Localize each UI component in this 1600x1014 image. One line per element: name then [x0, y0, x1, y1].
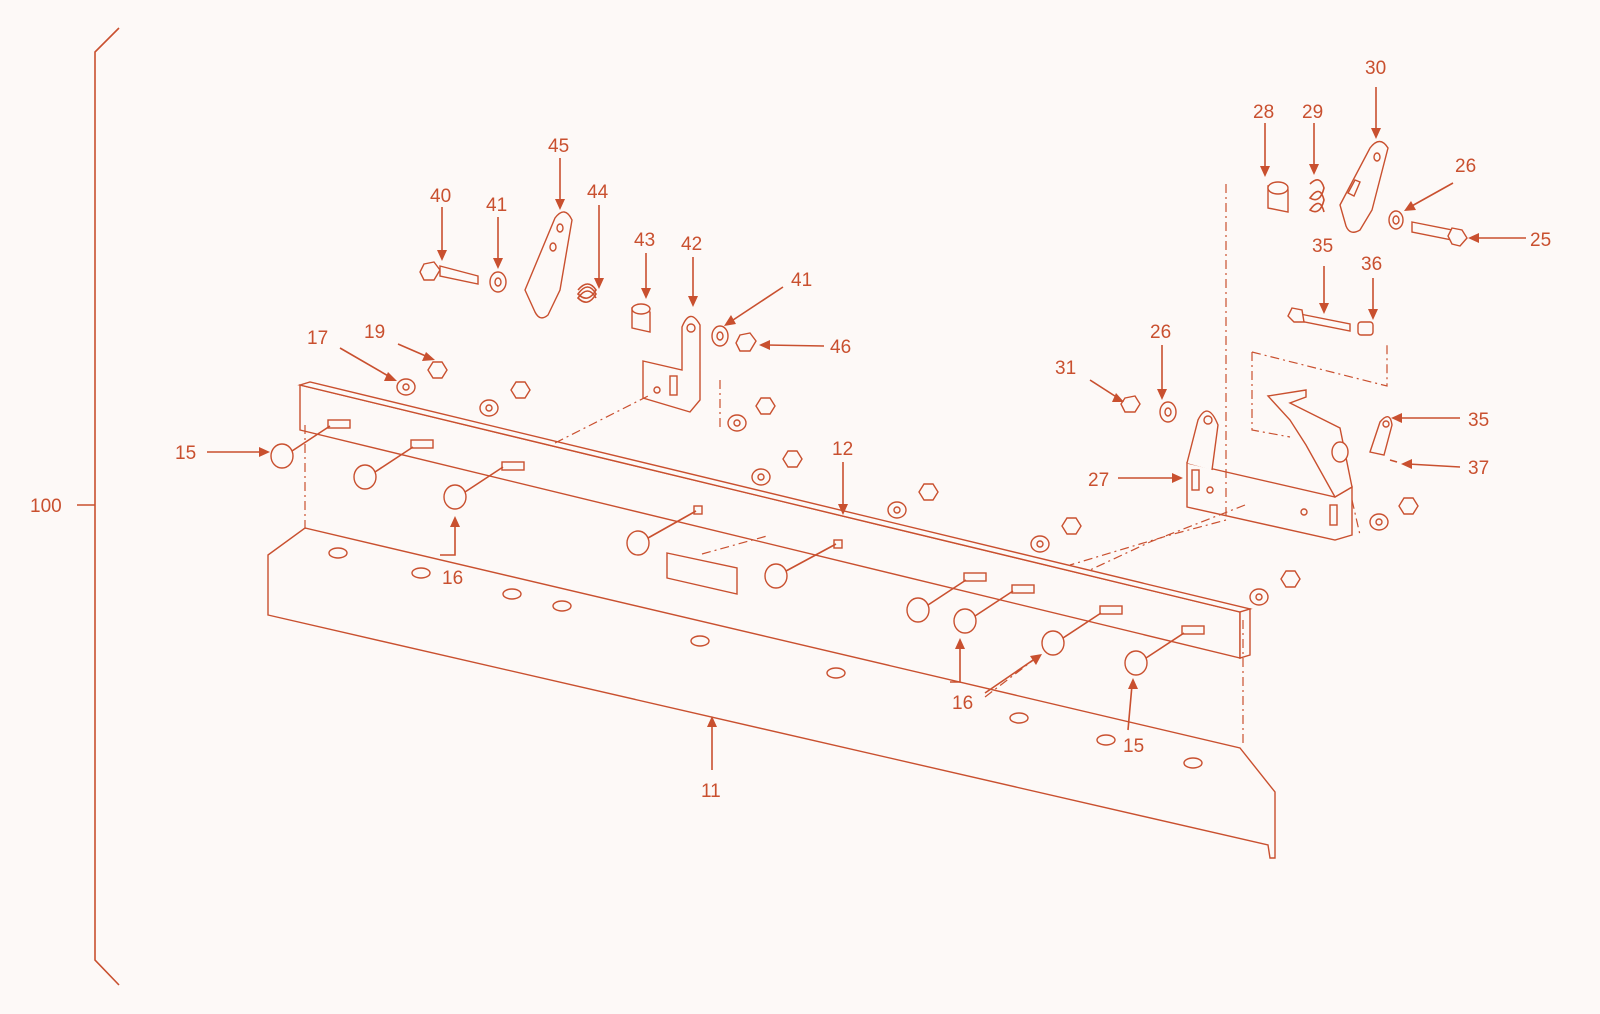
right-pivot-hardware — [1120, 140, 1468, 463]
callout-15: 15 — [175, 443, 196, 464]
carriage-bolts — [270, 425, 1185, 676]
callout-26: 26 — [1455, 156, 1476, 177]
callout-41: 41 — [486, 195, 507, 216]
part-42-left-bracket — [642, 315, 701, 413]
callout-17: 17 — [307, 328, 328, 349]
callout-11: 11 — [701, 781, 721, 802]
part-12-mounting-bar — [297, 381, 1253, 659]
assembly-label: 100 — [30, 496, 62, 517]
callout-44: 44 — [587, 182, 609, 203]
washers-and-nuts — [396, 361, 1419, 606]
callout-27: 27 — [1088, 470, 1109, 491]
callout-26: 26 — [1150, 322, 1171, 343]
part-callouts: 11 12 15 15 16 16 17 19 25 26 26 27 28 2… — [175, 58, 1551, 802]
callout-35: 35 — [1468, 410, 1489, 431]
callout-12: 12 — [832, 439, 853, 460]
callout-40: 40 — [430, 186, 451, 207]
leader-lines — [207, 87, 1526, 770]
callout-46: 46 — [830, 337, 851, 358]
callout-35: 35 — [1312, 236, 1333, 257]
part-11-scraper-plate — [267, 527, 1276, 859]
assembly-bracket — [94, 27, 120, 986]
callout-36: 36 — [1361, 254, 1382, 275]
callout-43: 43 — [634, 230, 655, 251]
callout-28: 28 — [1253, 102, 1274, 123]
callout-25: 25 — [1530, 230, 1551, 251]
callout-31: 31 — [1055, 358, 1076, 379]
callout-30: 30 — [1365, 58, 1386, 79]
callout-37: 37 — [1468, 458, 1489, 479]
part-27-right-bracket — [1186, 389, 1353, 541]
callout-15: 15 — [1123, 736, 1144, 757]
callout-29: 29 — [1302, 102, 1323, 123]
callout-16: 16 — [442, 568, 463, 589]
callout-42: 42 — [681, 234, 702, 255]
callout-16: 16 — [952, 693, 973, 714]
callout-19: 19 — [364, 322, 385, 343]
left-pivot-hardware — [419, 211, 757, 352]
callout-41: 41 — [791, 270, 812, 291]
callout-45: 45 — [548, 136, 569, 157]
